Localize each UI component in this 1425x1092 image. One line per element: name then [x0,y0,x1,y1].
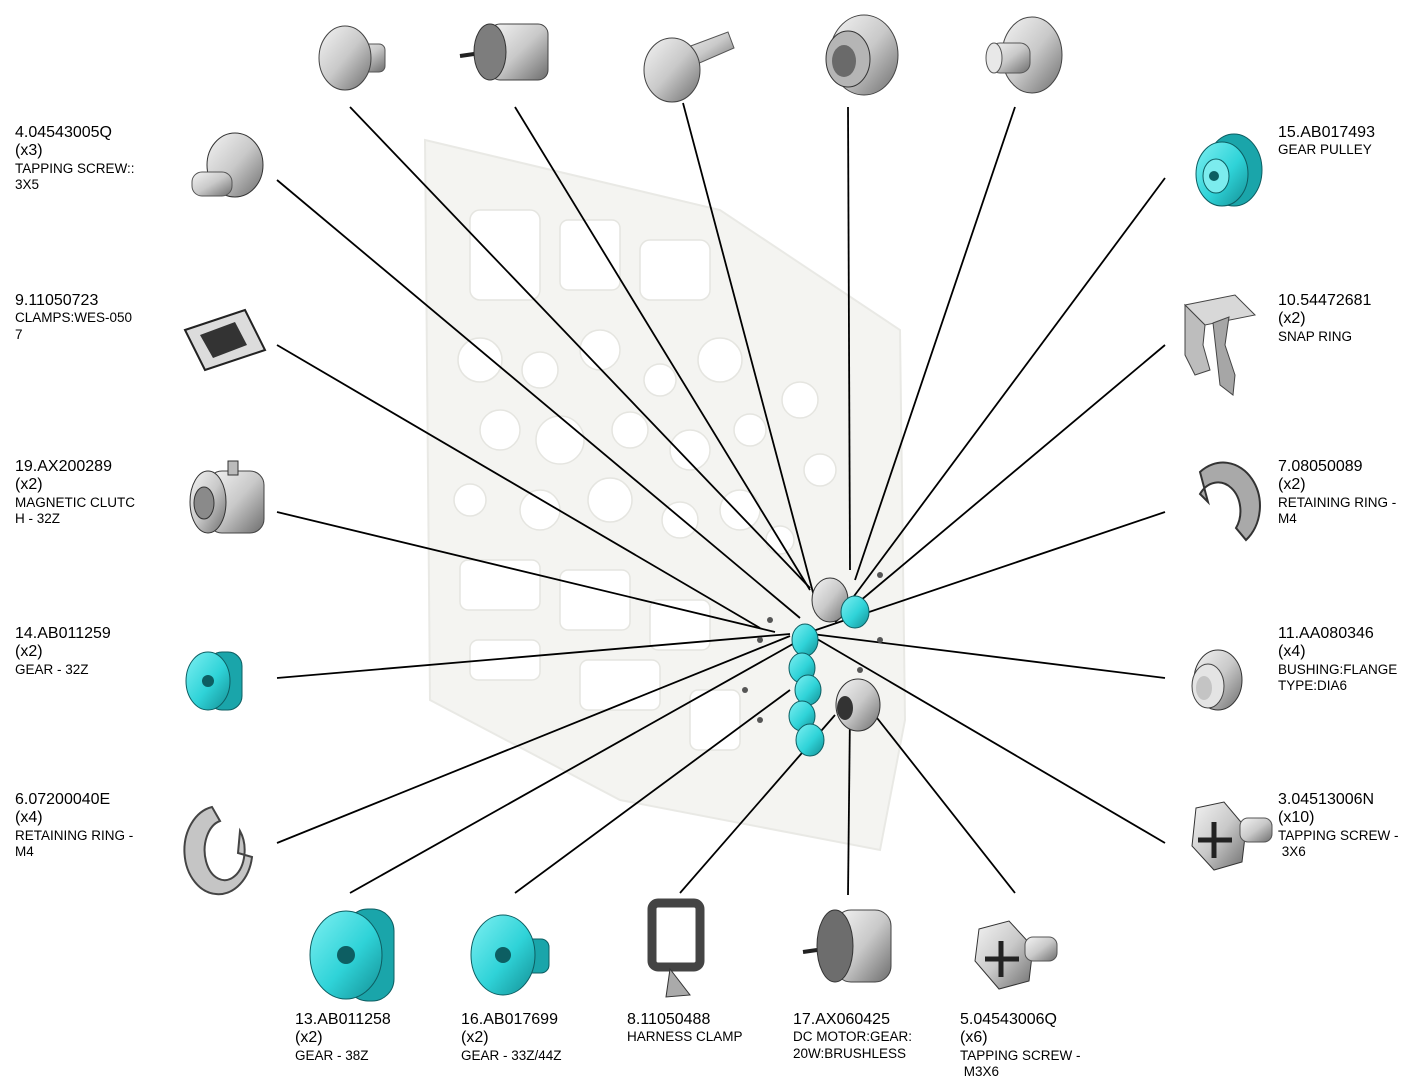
retaining-ring-icon [1198,461,1261,542]
retaining-ring-icon [183,805,254,896]
part-desc: RETAINING RING - [1278,494,1397,510]
part-label-3: 3.04513006N (x10) TAPPING SCREW - 3X6 [1278,791,1399,860]
part-desc: SNAP RING [1278,328,1353,344]
part-qty: (x2) [461,1029,489,1047]
magnetic-clutch-icon [189,460,265,534]
part-label-9: 9.11050723 CLAMPS:WES-050 7 [15,292,132,343]
part-desc: TAPPING SCREW:: [15,160,135,176]
part-desc: H - 32Z [15,510,61,526]
harness-clamp-icon [647,898,705,998]
part-label-8: 8.11050488 HARNESS CLAMP [627,1011,743,1046]
part-qty: (x10) [1278,809,1315,827]
top-bushing-icon-2 [985,16,1063,94]
part-number: 6.07200040E [15,791,111,808]
part-label-16: 16.AB017699 (x2) GEAR - 33Z/44Z [461,1011,562,1064]
dc-motor-icon [802,909,892,983]
part-desc: 3X6 [1278,843,1306,859]
part-number: 3.04513006N [1278,791,1375,808]
part-number: 14.AB011259 [15,625,111,642]
part-desc: MAGNETIC CLUTC [15,494,136,510]
gear-pulley-icon [1195,133,1263,207]
part-desc: M4 [1278,510,1297,526]
part-qty: (x6) [960,1029,988,1047]
part-label-15: 15.AB017493 GEAR PULLEY [1278,124,1375,159]
part-label-14: 14.AB011259 (x2) GEAR - 32Z [15,625,111,678]
part-label-13: 13.AB011258 (x2) GEAR - 38Z [295,1011,391,1064]
top-pin-icon [643,31,735,103]
part-desc: 3X5 [15,176,40,192]
part-desc: CLAMPS:WES-050 [15,310,133,326]
part-desc: BUSHING:FLANGE [1278,661,1398,677]
clamp-icon [183,308,267,372]
part-desc: GEAR - 33Z/44Z [461,1047,562,1063]
part-qty: (x4) [1278,643,1306,661]
part-desc: TAPPING SCREW - [960,1047,1081,1063]
part-number: 15.AB017493 [1278,124,1375,141]
part-qty: (x2) [1278,310,1306,328]
part-desc: TYPE:DIA6 [1278,677,1348,693]
part-label-17: 17.AX060425 DC MOTOR:GEAR: 20W:BRUSHLESS [793,1011,912,1062]
part-desc: M3X6 [960,1063,1000,1079]
part-desc: 20W:BRUSHLESS [793,1045,907,1061]
part-number: 5.04543006Q [960,1011,1057,1028]
part-label-5: 5.04543006Q (x6) TAPPING SCREW - M3X6 [960,1011,1081,1080]
top-bushing-icon-1 [318,25,386,91]
tapping-screw-icon [1191,801,1273,871]
part-number: 8.11050488 [627,1011,711,1028]
part-number: 4.04543005Q [15,124,112,141]
part-number: 7.08050089 [1278,458,1363,475]
part-number: 9.11050723 [15,292,99,309]
part-desc: HARNESS CLAMP [627,1029,743,1045]
part-label-4: 4.04543005Q (x3) TAPPING SCREW:: 3X5 [15,124,135,193]
tapping-screw-icon [191,132,264,198]
part-desc: TAPPING SCREW - [1278,827,1399,843]
part-number: 19.AX200289 [15,458,112,475]
part-number: 10.54472681 [1278,292,1372,309]
part-number: 13.AB011258 [295,1011,391,1028]
part-qty: (x2) [295,1029,323,1047]
top-motor-icon [459,23,549,81]
tapping-screw-icon [974,920,1058,990]
part-label-19: 19.AX200289 (x2) MAGNETIC CLUTC H - 32Z [15,458,135,527]
part-label-10: 10.54472681 (x2) SNAP RING [1278,292,1371,345]
central-assembly [742,572,883,757]
part-number: 11.AA080346 [1278,625,1374,642]
part-qty: (x3) [15,142,43,160]
part-number: 17.AX060425 [793,1011,890,1028]
gear-icon [309,908,395,1002]
part-qty: (x2) [15,643,43,661]
gear-icon [470,914,550,996]
part-label-6: 6.07200040E (x4) RETAINING RING - M4 [15,791,133,860]
part-label-7: 7.08050089 (x2) RETAINING RING - M4 [1278,458,1396,527]
frame-plate [423,138,907,852]
part-qty: (x4) [15,809,43,827]
bushing-icon [1191,649,1243,711]
part-desc: GEAR - 38Z [295,1047,369,1063]
part-desc: 7 [15,326,23,342]
part-desc: RETAINING RING - [15,827,134,843]
part-desc: GEAR PULLEY [1278,142,1372,158]
snap-ring-icon [1183,294,1257,396]
part-number: 16.AB017699 [461,1011,558,1028]
part-desc: GEAR - 32Z [15,661,89,677]
part-label-11: 11.AA080346 (x4) BUSHING:FLANGE TYPE:DIA… [1278,625,1397,694]
top-flange-bushing-icon [825,14,899,96]
part-qty: (x2) [1278,476,1306,494]
part-desc: DC MOTOR:GEAR: [793,1029,913,1045]
part-desc: M4 [15,843,34,859]
gear-icon [185,651,243,711]
part-qty: (x2) [15,476,43,494]
